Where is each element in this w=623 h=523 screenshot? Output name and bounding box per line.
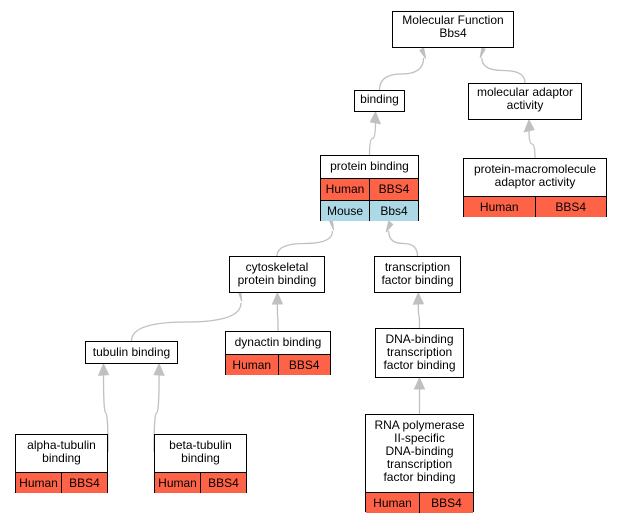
species-cell: Human [373,495,412,510]
node-binding[interactable]: binding [354,90,405,112]
species-cell: Human [232,357,272,372]
arrowhead-cytoskeletal-to-protein_binding [328,220,335,231]
arrowhead-mol_adaptor-to-mf [479,47,486,59]
arrowhead-beta_tubulin-to-tubulin [153,362,165,376]
node-label: molecular adaptor activity [476,85,574,112]
edge-binding-to-mf [378,57,425,91]
node-molecular-function[interactable]: Molecular Function Bbs4 [392,11,514,48]
node-tubulin-binding[interactable]: tubulin binding [85,341,178,364]
node-alpha-tubulin-binding[interactable]: alpha-tubulin binding Human BBS4 [15,434,108,493]
annotation-row-human: Human BBS4 [464,196,606,217]
edge-dna_tf-to-tf_binding [417,302,421,329]
edge-prot_macro-to-mol_adaptor [528,129,536,159]
node-label: protein binding [330,159,409,173]
gene-cell: BBS4 [61,473,107,493]
annotation-row-mouse: Mouse Bbs4 [321,200,418,221]
node-label: alpha-tubulin binding [27,438,96,465]
edge-tf_binding-to-protein_binding [388,230,419,257]
edge-dynactin-to-cytoskeletal [276,302,279,332]
node-label: DNA-binding transcription factor binding [383,332,456,372]
node-dna-binding-transcription-factor-binding[interactable]: DNA-binding transcription factor binding [375,328,464,378]
node-label: protein-macromolecule adaptor activity [473,162,597,189]
species-cell: Human [158,475,197,490]
node-molecular-adaptor-activity[interactable]: molecular adaptor activity [468,83,582,120]
species-cell: Human [19,475,58,490]
annotation-row-human: Human BBS4 [16,472,107,493]
gene-cell: BBS4 [419,493,473,513]
edge-alpha_tubulin-to-tubulin [102,373,109,453]
gene-cell: Bbs4 [369,201,418,221]
arrowhead-prot_macro-to-mol_adaptor [523,118,535,133]
gene-cell: BBS4 [534,197,607,217]
edge-protein_binding-to-binding [368,121,377,156]
species-cell: Human [479,199,519,214]
species-cell: Mouse [326,203,364,218]
annotation-row-human: Human BBS4 [366,492,473,513]
arrowhead-tf_binding-to-protein_binding [385,220,394,233]
annotation-row-human: Human BBS4 [155,472,246,493]
node-label: cytoskeletal protein binding [237,260,317,287]
edge-cytoskeletal-to-protein_binding [276,230,334,257]
arrowhead-alpha_tubulin-to-tubulin [97,362,110,376]
node-dynactin-binding[interactable]: dynactin binding Human BBS4 [225,331,331,375]
node-transcription-factor-binding[interactable]: transcription factor binding [374,256,461,293]
node-beta-tubulin-binding[interactable]: beta-tubulin binding Human BBS4 [154,434,247,493]
arrowhead-dynactin-to-cytoskeletal [271,291,284,305]
node-label: tubulin binding [92,345,171,359]
arrowhead-dna_tf-to-tf_binding [412,291,425,305]
arrowhead-protein_binding-to-binding [369,110,382,125]
edge-mol_adaptor-to-mf [481,57,526,84]
edge-beta_tubulin-to-tubulin [153,373,160,453]
node-label: transcription factor binding [381,260,454,287]
arrowhead-rna_pol-to-dna_tf [413,376,426,390]
node-rna-polymerase-ii-specific-dna-binding-transcription-factor-binding[interactable]: RNA polymerase II-specific DNA-binding t… [365,414,474,513]
species-cell: Human [325,182,365,196]
node-cytoskeletal-protein-binding[interactable]: cytoskeletal protein binding [229,256,325,293]
node-label: beta-tubulin binding [169,438,232,465]
edge-tubulin-to-cytoskeletal [130,302,242,342]
gene-cell: BBS4 [200,473,246,493]
gene-cell: BBS4 [369,179,418,200]
arrowhead-tubulin-to-cytoskeletal [237,290,243,302]
arrowhead-binding-to-mf [419,47,427,59]
node-protein-binding[interactable]: protein binding Human BBS4 Mouse Bbs4 [320,155,419,221]
node-label: Molecular Function Bbs4 [402,13,504,40]
node-label: dynactin binding [234,335,322,349]
gene-cell: BBS4 [277,355,331,375]
node-protein-macromolecule-adaptor-activity[interactable]: protein-macromolecule adaptor activity H… [463,158,607,217]
annotation-row-human: Human BBS4 [226,354,330,375]
annotation-row-human: Human BBS4 [321,178,418,200]
node-label: binding [360,92,399,106]
node-label: RNA polymerase II-specific DNA-binding t… [374,418,465,484]
